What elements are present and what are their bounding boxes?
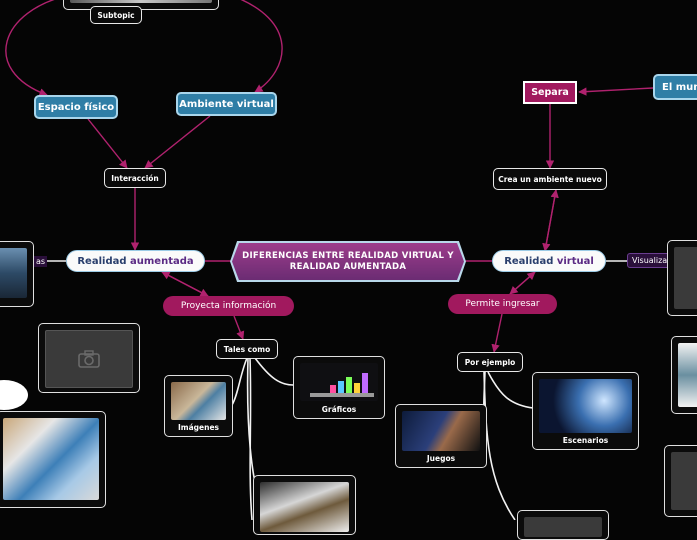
subtopic-image	[70, 0, 212, 3]
images-card[interactable]: Imágenes	[164, 375, 233, 437]
dino-card[interactable]	[253, 475, 356, 535]
scenes-card[interactable]: Escenarios	[532, 372, 639, 450]
link-tales-imagenes	[231, 357, 248, 406]
right-edge-photo-3	[671, 452, 697, 510]
images-caption: Imágenes	[177, 423, 219, 432]
scenes-caption: Escenarios	[562, 436, 609, 445]
images-photo	[171, 382, 226, 420]
link-tales-graficos	[254, 357, 294, 386]
link-subtopic-virtual	[240, 0, 283, 93]
augmented-reality-node[interactable]: Realidad aumentada	[66, 250, 205, 272]
map-tablet-photo	[3, 418, 99, 500]
link-ejemplo-down	[483, 371, 516, 520]
virtual-reality-prefix: Realidad	[504, 255, 554, 267]
right-edge-photo-2	[678, 343, 697, 407]
graphics-photo	[300, 363, 378, 401]
bottom-right-card[interactable]	[517, 510, 609, 540]
link-proyecta-tales	[233, 315, 245, 340]
games-caption: Juegos	[426, 454, 456, 463]
virtual-reality-node[interactable]: Realidad virtual	[492, 250, 606, 272]
camera-placeholder-card[interactable]	[38, 323, 140, 393]
virtual-env-node[interactable]: Ambiente virtual	[176, 92, 277, 116]
link-world-separa	[578, 87, 654, 96]
link-ejemplo-escenarios	[487, 371, 534, 409]
augmented-reality-prefix: Realidad	[77, 255, 127, 267]
dino-photo	[260, 482, 349, 532]
projects-info-node[interactable]: Proyecta información	[163, 296, 294, 316]
games-card[interactable]: Juegos	[395, 404, 487, 468]
graphics-caption: Gráficos	[321, 405, 357, 414]
right-edge-card-1[interactable]	[667, 240, 697, 316]
link-physical-interaction	[87, 118, 128, 169]
right-edge-card-2[interactable]	[671, 336, 697, 414]
left-edge-photo	[0, 248, 27, 298]
new-environment-node[interactable]: Crea un ambiente nuevo	[493, 168, 607, 190]
such-as-node[interactable]: Tales como	[216, 339, 278, 359]
games-photo	[402, 411, 480, 451]
scenes-photo	[539, 379, 632, 433]
right-edge-photo-1	[674, 247, 697, 309]
right-edge-card-3[interactable]	[664, 445, 697, 517]
interaction-node[interactable]: Interacción	[104, 168, 166, 188]
separates-node[interactable]: Separa	[523, 81, 577, 104]
physical-space-node[interactable]: Espacio físico	[34, 95, 118, 119]
augmented-reality-highlight: aumentada	[130, 255, 194, 267]
left-edge-tag: as	[34, 256, 48, 267]
link-virtual-interaction	[144, 115, 211, 169]
link-permite-ejemplo	[491, 313, 503, 353]
camera-icon	[78, 350, 100, 368]
graphics-card[interactable]: Gráficos	[293, 356, 385, 419]
map-tablet-card[interactable]	[0, 411, 106, 508]
allows-entering-node[interactable]: Permite ingresar	[448, 294, 557, 314]
world-node[interactable]: El mund	[653, 74, 697, 100]
subtopic-node[interactable]: Subtopic	[90, 6, 142, 24]
link-tales-down	[249, 357, 253, 520]
virtual-reality-highlight: virtual	[556, 255, 594, 267]
bottom-right-photo	[524, 517, 602, 537]
left-edge-card[interactable]	[0, 241, 34, 307]
central-topic[interactable]: DIFERENCIAS ENTRE REALIDAD VIRTUAL Y REA…	[232, 243, 464, 280]
link-subtopic-physical	[5, 0, 55, 97]
graphics-bars-icon	[310, 373, 374, 397]
for-example-node[interactable]: Por ejemplo	[457, 352, 523, 372]
camera-placeholder	[45, 330, 133, 388]
